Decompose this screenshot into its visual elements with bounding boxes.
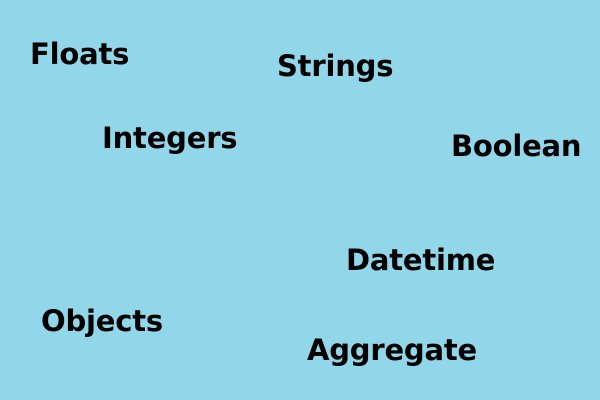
cloud-word-boolean[interactable]: Boolean: [451, 129, 582, 163]
cloud-word-objects[interactable]: Objects: [41, 304, 163, 338]
cloud-word-floats[interactable]: Floats: [30, 37, 130, 71]
cloud-word-datetime[interactable]: Datetime: [346, 243, 496, 277]
cloud-word-strings[interactable]: Strings: [277, 49, 394, 83]
cloud-word-integers[interactable]: Integers: [102, 121, 238, 155]
cloud-word-aggregate[interactable]: Aggregate: [307, 333, 477, 367]
